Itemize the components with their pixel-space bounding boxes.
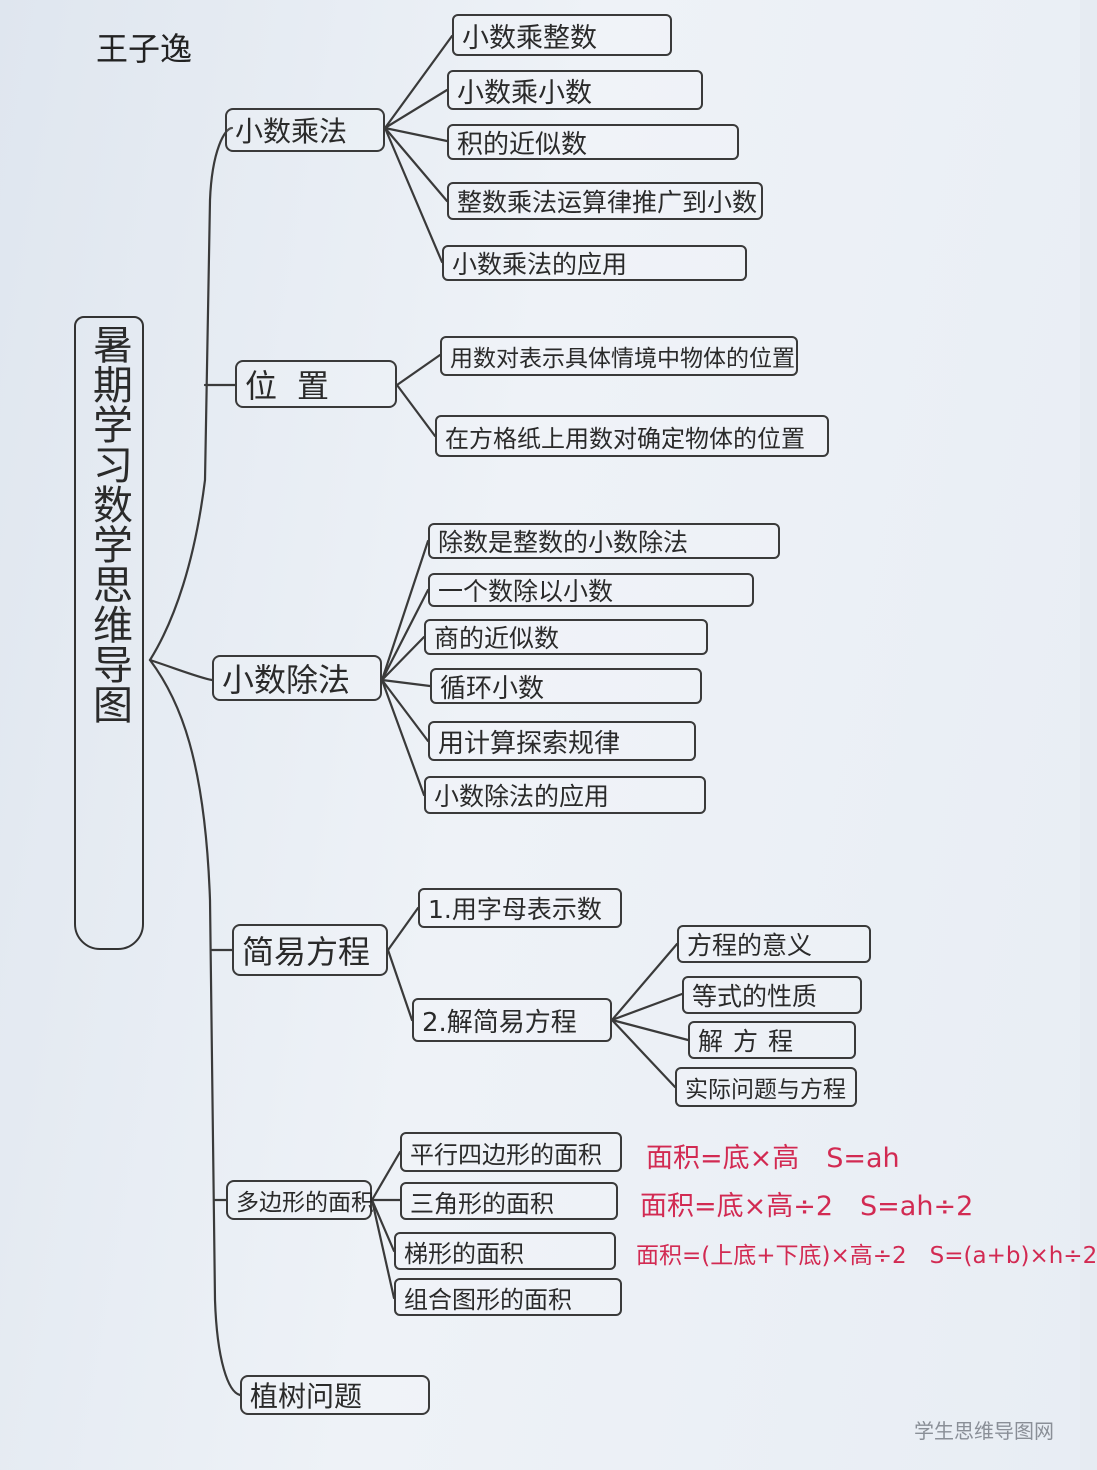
position-item: 在方格纸上用数对确定物体的位置 <box>435 415 829 457</box>
item-label: 除数是整数的小数除法 <box>438 528 689 557</box>
topic-multiplication: 小数乘法 <box>225 108 385 152</box>
equation-sub-item: 等式的性质 <box>682 976 862 1014</box>
item-label: 用数对表示具体情境中物体的位置 <box>450 346 795 372</box>
item-label: 解方程 <box>698 1027 804 1056</box>
root-title-text: 暑期学习数学思维导图 <box>86 324 132 724</box>
item-label: 积的近似数 <box>457 129 588 160</box>
topic-label: 多边形的面积 <box>236 1190 374 1216</box>
item-label: 小数乘小数 <box>457 77 592 109</box>
division-item: 小数除法的应用 <box>424 776 706 814</box>
position-item: 用数对表示具体情境中物体的位置 <box>440 336 798 376</box>
item-label: 等式的性质 <box>692 982 818 1011</box>
item-label: 三角形的面积 <box>410 1189 554 1218</box>
item-label: 商的近似数 <box>434 624 560 653</box>
topic-division: 小数除法 <box>212 655 382 701</box>
item-label: 平行四边形的面积 <box>410 1140 602 1169</box>
item-label: 实际问题与方程 <box>685 1077 846 1103</box>
item-label: 循环小数 <box>440 673 545 704</box>
polygon-item: 梯形的面积 <box>394 1232 616 1270</box>
equation-sub-item: 方程的意义 <box>677 925 871 963</box>
item-label: 小数乘整数 <box>462 22 597 54</box>
item-label: 组合图形的面积 <box>404 1285 572 1314</box>
topic-polygon: 多边形的面积 <box>226 1180 374 1220</box>
item-label: 一个数除以小数 <box>438 577 614 606</box>
equation-sub-item: 实际问题与方程 <box>675 1067 857 1107</box>
author-name: 王子逸 <box>96 30 193 68</box>
topic-position: 位置 <box>235 360 397 408</box>
equation-item: 2.解简易方程 <box>412 998 612 1042</box>
item-label: 1.用字母表示数 <box>428 895 602 924</box>
area-formula-trapezoid: 面积=(上底+下底)×高÷2 S=(a+b)×h÷2 <box>636 1243 1097 1269</box>
topic-label: 植树问题 <box>250 1380 363 1413</box>
division-item: 用计算探索规律 <box>428 721 696 761</box>
item-label: 在方格纸上用数对确定物体的位置 <box>445 424 805 453</box>
division-item: 一个数除以小数 <box>428 573 754 607</box>
multiplication-item: 小数乘小数 <box>447 70 703 110</box>
polygon-item: 三角形的面积 <box>400 1182 618 1220</box>
topic-equation: 简易方程 <box>232 924 388 976</box>
item-label: 小数乘法的应用 <box>452 250 628 279</box>
polygon-item: 平行四边形的面积 <box>400 1132 622 1172</box>
multiplication-item: 小数乘法的应用 <box>442 245 747 281</box>
topic-label: 位置 <box>245 367 350 405</box>
equation-sub-item: 解方程 <box>688 1021 856 1059</box>
division-item: 除数是整数的小数除法 <box>428 523 780 559</box>
watermark: 学生思维导图网 <box>914 1419 1054 1443</box>
topic-planting: 植树问题 <box>240 1375 430 1415</box>
item-label: 整数乘法运算律推广到小数 <box>457 188 758 217</box>
polygon-item: 组合图形的面积 <box>394 1278 622 1316</box>
topic-label: 小数除法 <box>222 661 351 699</box>
area-formula-triangle: 面积=底×高÷2 S=ah÷2 <box>640 1191 974 1222</box>
root-title-box: 暑期学习数学思维导图 <box>74 316 144 950</box>
item-label: 用计算探索规律 <box>438 728 621 759</box>
multiplication-item: 小数乘整数 <box>452 14 672 56</box>
multiplication-item: 整数乘法运算律推广到小数 <box>447 182 763 220</box>
item-label: 小数除法的应用 <box>434 782 610 811</box>
multiplication-item: 积的近似数 <box>447 124 739 160</box>
division-item: 商的近似数 <box>424 619 708 655</box>
topic-label: 简易方程 <box>242 933 371 971</box>
topic-label: 小数乘法 <box>235 115 348 148</box>
item-label: 梯形的面积 <box>404 1239 524 1268</box>
item-label: 2.解简易方程 <box>422 1007 577 1038</box>
area-formula-parallelogram: 面积=底×高 S=ah <box>646 1143 900 1174</box>
division-item: 循环小数 <box>430 668 702 704</box>
equation-item: 1.用字母表示数 <box>418 888 622 928</box>
item-label: 方程的意义 <box>687 931 813 960</box>
